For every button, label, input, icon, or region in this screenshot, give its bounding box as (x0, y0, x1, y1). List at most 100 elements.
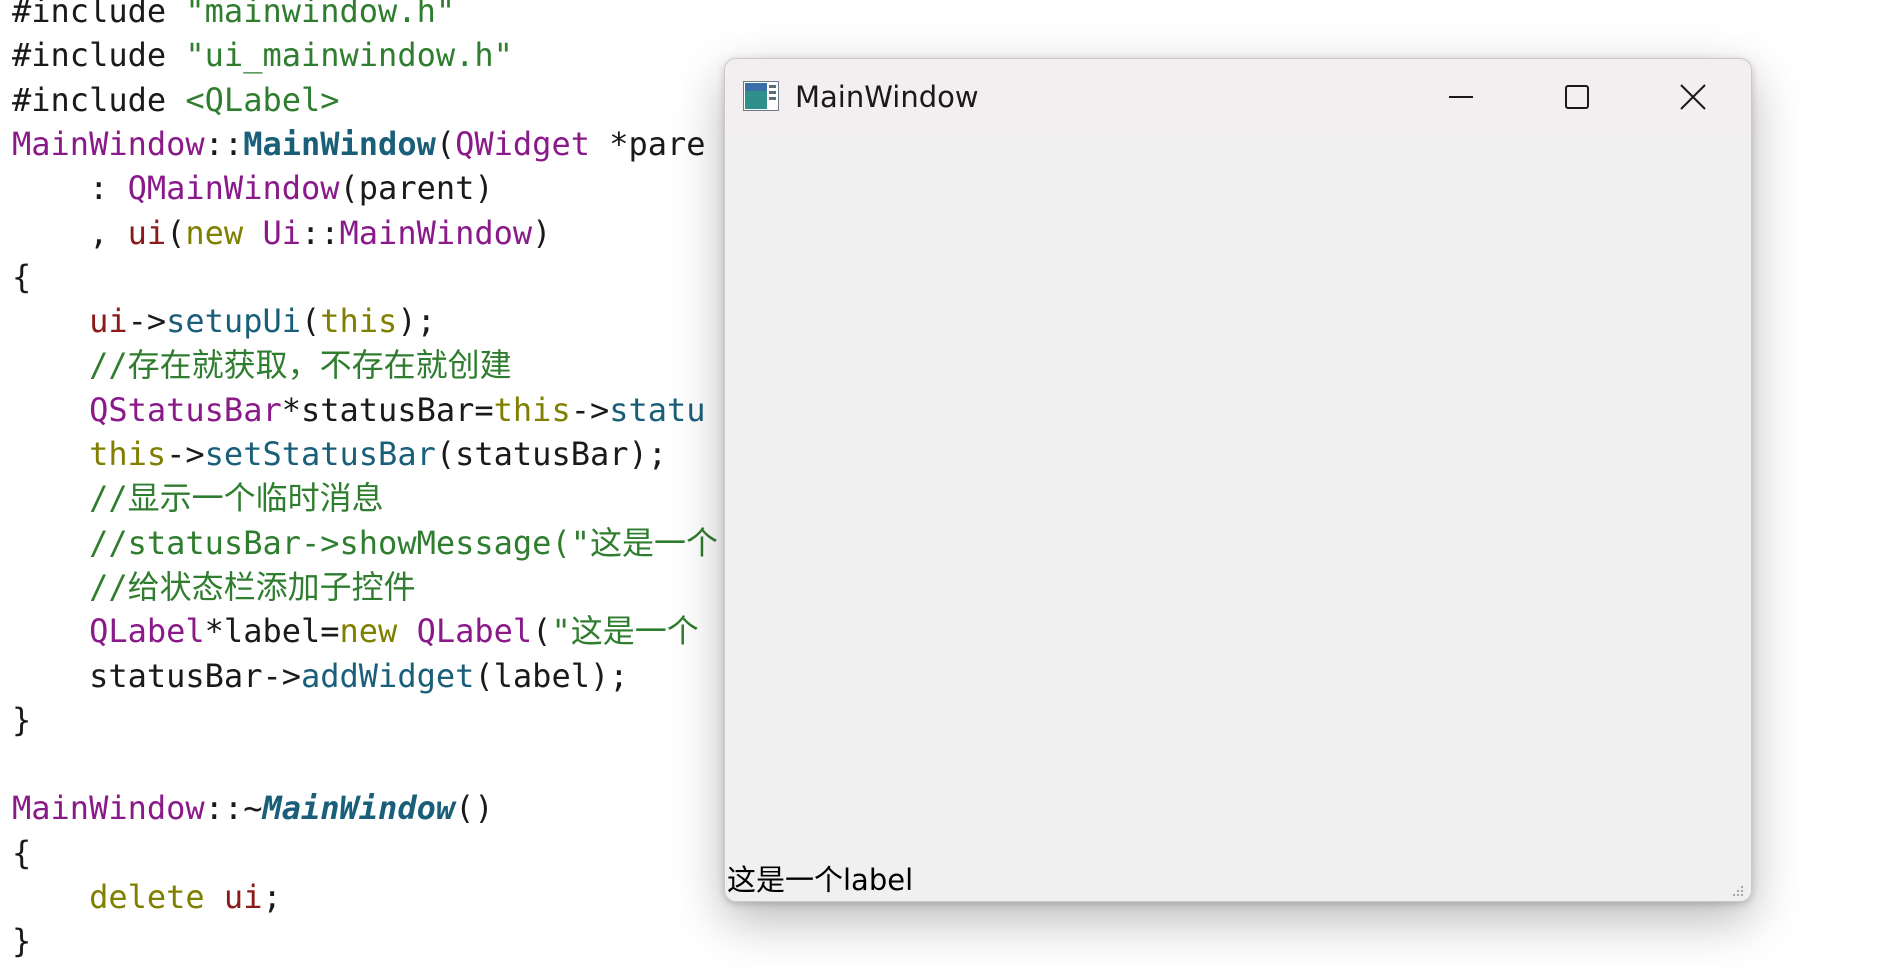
code-line: : QMainWindow(parent) (12, 168, 494, 208)
code-token: this (320, 302, 398, 341)
code-token (397, 612, 416, 650)
code-line: this->setStatusBar(statusBar); (12, 434, 667, 474)
code-token: } (12, 700, 32, 739)
code-token: -> (570, 390, 610, 429)
code-token (12, 878, 89, 916)
code-line: { (12, 257, 31, 297)
code-token: delete (89, 878, 205, 916)
code-token: MainWindow (243, 124, 436, 163)
status-bar: 这是一个label (725, 859, 1751, 901)
code-token: //给状态栏添加子控件 (12, 567, 416, 606)
code-line: #include <QLabel> (12, 80, 340, 120)
code-line: , ui(new Ui::MainWindow) (12, 213, 551, 253)
code-line: QLabel*label=new QLabel("这是一个 (12, 611, 699, 651)
code-token: ui (223, 878, 263, 916)
code-token: #include (12, 0, 186, 30)
code-token: Ui (262, 213, 301, 252)
code-token: QLabel (89, 612, 205, 651)
maximize-button[interactable] (1519, 59, 1635, 135)
code-token: ui (89, 302, 128, 341)
code-token (12, 435, 89, 473)
code-token: *pare (589, 124, 706, 163)
code-token: this (89, 435, 167, 473)
code-token: <QLabel> (185, 80, 340, 119)
code-token: -> (166, 435, 205, 473)
code-token: statusBar-> (12, 656, 301, 695)
code-token: "这是一个 (551, 612, 699, 651)
code-token: //statusBar->showMessage("这是一个 (12, 523, 718, 562)
code-line: QStatusBar*statusBar=this->statu (12, 390, 706, 430)
code-token: (statusBar); (435, 435, 668, 473)
code-line: //显示一个临时消息 (12, 478, 384, 518)
code-line: { (12, 833, 31, 873)
code-token: :: (300, 213, 340, 252)
code-token: setStatusBar (204, 435, 436, 473)
code-token: QMainWindow (127, 169, 340, 208)
code-line: //存在就获取，不存在就创建 (12, 345, 512, 385)
code-token: *statusBar= (281, 390, 494, 429)
code-token: statu (609, 390, 706, 429)
title-bar[interactable]: MainWindow (725, 59, 1751, 135)
code-token: QStatusBar (89, 390, 282, 429)
qt-app-window-icon (743, 81, 779, 111)
code-token (12, 612, 89, 650)
code-token: ; (262, 878, 282, 916)
code-token: { (12, 257, 32, 296)
code-token: -> (127, 302, 167, 341)
code-token (12, 391, 89, 429)
code-token: ::~ (204, 789, 263, 828)
status-bar-label: 这是一个label (727, 863, 914, 897)
code-line: #include "ui_mainwindow.h" (12, 35, 513, 75)
code-token: ) (532, 213, 552, 252)
code-token: MainWindow (262, 789, 456, 828)
code-token: :: (204, 124, 244, 163)
close-button[interactable] (1635, 59, 1751, 135)
code-token: (parent) (339, 169, 494, 208)
code-token (243, 214, 262, 252)
code-token: "ui_mainwindow.h" (185, 36, 513, 75)
code-token: setupUi (166, 302, 301, 341)
code-token: "mainwindow.h" (185, 0, 456, 30)
code-line: #include "mainwindow.h" (12, 0, 455, 31)
central-widget: 这是一个label (725, 135, 1751, 901)
code-token: { (12, 833, 32, 872)
code-token: #include (12, 80, 186, 119)
minimize-button[interactable] (1403, 59, 1519, 135)
code-line: MainWindow::MainWindow(QWidget *pare (12, 124, 706, 164)
code-line: delete ui; (12, 877, 282, 917)
code-line: //statusBar->showMessage("这是一个 (12, 523, 718, 563)
code-token: //存在就获取，不存在就创建 (12, 346, 512, 385)
code-token: ( (532, 612, 552, 651)
code-token: (label); (474, 656, 629, 695)
code-line: statusBar->addWidget(label); (12, 656, 629, 696)
size-grip-icon[interactable] (1731, 883, 1745, 897)
code-token: new (339, 612, 398, 651)
code-token (205, 878, 224, 916)
code-token: new (185, 213, 244, 252)
close-icon (1679, 83, 1707, 111)
maximize-icon (1563, 83, 1591, 111)
code-token: ui (127, 213, 167, 252)
code-token: ); (397, 302, 436, 341)
code-token: MainWindow (12, 789, 205, 828)
code-line: ui->setupUi(this); (12, 301, 436, 341)
code-token: *label= (204, 612, 340, 651)
code-token: this (493, 390, 571, 429)
main-window[interactable]: MainWindow (724, 58, 1752, 902)
code-token: //显示一个临时消息 (12, 479, 384, 518)
code-token: MainWindow (339, 213, 533, 252)
code-token: : (12, 169, 128, 208)
code-line: //给状态栏添加子控件 (12, 567, 416, 607)
window-title: MainWindow (795, 80, 979, 114)
code-token: MainWindow (12, 124, 205, 163)
code-token (12, 302, 89, 340)
code-token: ( (435, 124, 456, 163)
code-token: QWidget (455, 124, 590, 163)
code-line: } (12, 700, 31, 740)
code-token: #include (12, 36, 186, 75)
code-line: MainWindow::~MainWindow() (12, 788, 494, 828)
code-token: () (455, 789, 494, 828)
code-token: ( (300, 302, 321, 341)
code-token: , (12, 213, 128, 252)
